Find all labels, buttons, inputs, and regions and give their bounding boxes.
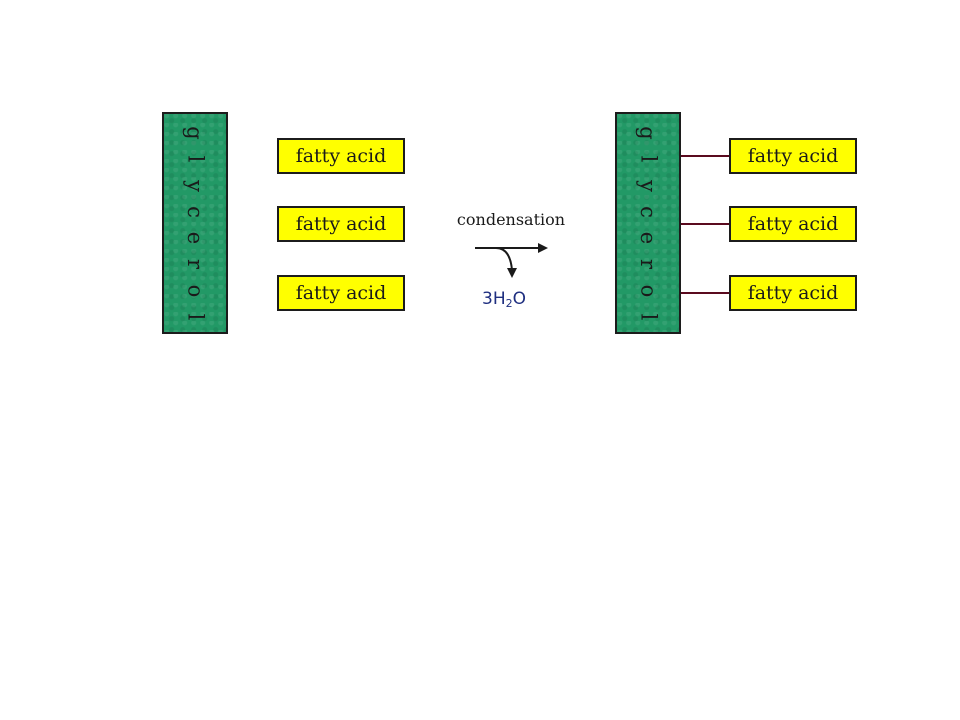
glycerol-label-left: g l y c e r o l [164, 122, 226, 328]
glycerol-letter: c [182, 205, 207, 218]
glycerol-letter: g [635, 126, 660, 140]
glycerol-letter: r [182, 259, 207, 270]
water-branch-head [507, 268, 517, 278]
glycerol-letter: r [635, 259, 660, 270]
glycerol-letter: e [183, 231, 207, 245]
glycerol-letter: y [183, 179, 207, 192]
fatty-acid-box-right-3: fatty acid [729, 275, 857, 311]
fatty-acid-box-left-2: fatty acid [277, 206, 405, 242]
fatty-acid-box-right-2: fatty acid [729, 206, 857, 242]
water-byproduct-label: 3H2O [482, 289, 526, 309]
main-arrow-head [538, 243, 548, 253]
glycerol-letter: o [183, 284, 207, 298]
glycerol-letter: e [636, 231, 660, 245]
glycerol-letter: g [182, 126, 207, 140]
glycerol-letter: l [183, 155, 207, 163]
glycerol-letter: y [636, 179, 660, 192]
glycerol-letter: c [635, 205, 660, 218]
glycerol-letter: l [183, 313, 207, 321]
water-suffix: O [512, 289, 526, 309]
ester-bond-1 [681, 155, 729, 157]
glycerol-bar-right: g l y c e r o l [615, 112, 681, 334]
fatty-acid-box-left-3: fatty acid [277, 275, 405, 311]
glycerol-bar-left: g l y c e r o l [162, 112, 228, 334]
reaction-arrow-icon [475, 243, 548, 278]
ester-bond-2 [681, 223, 729, 225]
fatty-acid-box-left-1: fatty acid [277, 138, 405, 174]
ester-bond-3 [681, 292, 729, 294]
water-coefficient: 3H [482, 289, 506, 309]
fatty-acid-box-right-1: fatty acid [729, 138, 857, 174]
water-branch-curve [495, 247, 513, 271]
glycerol-letter: l [636, 155, 660, 163]
glycerol-letter: l [636, 313, 660, 321]
glycerol-label-right: g l y c e r o l [617, 122, 679, 328]
condensation-label: condensation [456, 210, 566, 229]
glycerol-letter: o [636, 284, 660, 298]
water-subscript: 2 [505, 297, 513, 310]
